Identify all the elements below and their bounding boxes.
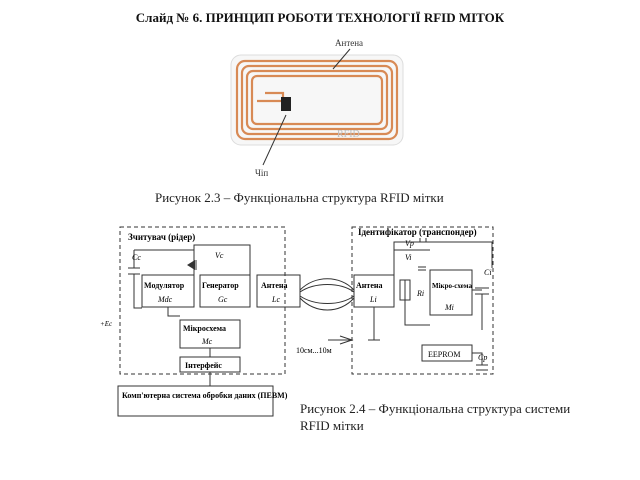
cc-label: Cc	[132, 253, 141, 262]
chip-label: Чіп	[255, 168, 268, 178]
tag-antenna-label: Антена	[356, 281, 382, 290]
tag-chip-symbol: Mi	[444, 303, 454, 312]
figure-caption-2-line2: RFID мітки	[300, 418, 364, 433]
cp-label: Cp	[478, 353, 487, 362]
figure-caption-2: Рисунок 2.4 – Функціональна структура си…	[300, 400, 570, 434]
reader-title: Зчитувач (рідер)	[128, 232, 195, 242]
slide-title: Слайд № 6. ПРИНЦИП РОБОТИ ТЕХНОЛОГІЇ RFI…	[135, 10, 505, 25]
rfid-tag-figure: RFID Антена Чіп	[230, 38, 404, 178]
distance-label: 10см...10м	[296, 346, 332, 355]
card-rfid-text: RFID	[337, 129, 360, 140]
chip-icon	[281, 97, 291, 111]
generator-symbol: Gc	[218, 295, 228, 304]
microcircuit-label: Мікросхема	[183, 324, 226, 333]
microcircuit-symbol: Mc	[201, 337, 213, 346]
vc-label: Vc	[215, 251, 224, 260]
figure-caption-1: Рисунок 2.3 – Функціональна структура RF…	[155, 190, 444, 205]
generator-label: Генератор	[202, 281, 239, 290]
computer-label-text: Комп'ютерна система обробки даних (ПЕВМ)	[122, 391, 288, 400]
vp-label: Vp	[405, 239, 414, 248]
reader-antenna-symbol: Lc	[271, 295, 280, 304]
modulator-label: Модулятор	[144, 281, 185, 290]
ec-label: +Ec	[100, 320, 113, 328]
ci-label: Ci	[484, 268, 492, 277]
antenna-label: Антена	[335, 38, 363, 48]
computer-label: Комп'ютерна система обробки даних (ПЕВМ)	[122, 391, 288, 400]
eeprom-label: EEPROM	[428, 350, 460, 359]
interface-label: Інтерфейс	[185, 361, 222, 370]
reader-antenna-label: Антена	[261, 281, 287, 290]
antenna-coil-icon	[235, 59, 399, 141]
rfid-system-diagram: Зчитувач (рідер) Ідентифікатор (транспон…	[100, 226, 494, 417]
vi-label: Vi	[405, 253, 412, 262]
figure-caption-2-line1: Рисунок 2.4 – Функціональна структура си…	[300, 401, 571, 416]
tag-title: Ідентифікатор (транспондер)	[358, 227, 477, 237]
tag-antenna-symbol: Li	[369, 295, 377, 304]
tag-chip-label: Мікро-схема	[432, 282, 472, 290]
modulator-symbol: Mdc	[157, 295, 173, 304]
ri-label: Ri	[416, 289, 424, 298]
